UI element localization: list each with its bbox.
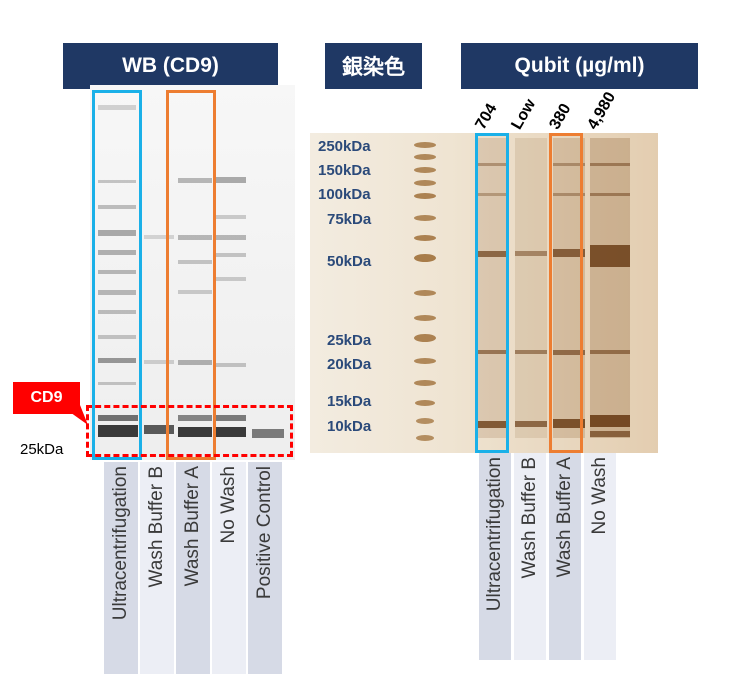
qubit-value-no-wash: 4,980 xyxy=(584,89,620,133)
silver-lane-label-wash-buffer-a: Wash Buffer A xyxy=(549,453,581,660)
wb-lane-label-ultracentrifugation: Ultracentrifugation xyxy=(104,462,138,674)
wb-ultracentrifugation-highlight-box xyxy=(92,90,142,460)
qubit-header: Qubit (µg/ml) xyxy=(461,43,698,89)
mw-marker-20kda: 20kDa xyxy=(327,356,372,373)
wb-lane-label-no-wash: No Wash xyxy=(212,462,246,674)
cd9-tag-pointer xyxy=(60,405,88,425)
qubit-value-wash-buffer-b: Low xyxy=(508,96,540,133)
wb-lane-label-wash-buffer-b: Wash Buffer B xyxy=(140,462,174,674)
wb-marker-25kda: 25kDa xyxy=(20,441,64,458)
silver-ultracentrifugation-highlight-box xyxy=(475,133,509,453)
silver-stain-header: 銀染色 xyxy=(325,43,422,89)
mw-marker-50kda: 50kDa xyxy=(327,253,372,270)
silver-wash-buffer-a-highlight-box xyxy=(549,133,583,453)
wb-wash-buffer-a-highlight-box xyxy=(166,90,216,460)
mw-marker-15kda: 15kDa xyxy=(327,393,372,410)
mw-marker-75kda: 75kDa xyxy=(327,211,372,228)
silver-lane-label-no-wash: No Wash xyxy=(584,453,616,660)
mw-marker-25kda: 25kDa xyxy=(327,332,372,349)
mw-marker-250kda: 250kDa xyxy=(318,138,371,155)
cd9-band-region-box xyxy=(86,405,293,457)
mw-marker-100kda: 100kDa xyxy=(318,186,371,203)
wb-header: WB (CD9) xyxy=(63,43,278,89)
silver-lane-label-wash-buffer-b: Wash Buffer B xyxy=(514,453,546,660)
silver-stain-gel-image xyxy=(310,133,658,453)
qubit-value-ultracentrifugation: 704 xyxy=(472,100,501,133)
wb-lane-label-wash-buffer-a: Wash Buffer A xyxy=(176,462,210,674)
silver-lane-label-ultracentrifugation: Ultracentrifugation xyxy=(479,453,511,660)
mw-marker-150kda: 150kDa xyxy=(318,162,371,179)
mw-marker-10kda: 10kDa xyxy=(327,418,372,435)
qubit-value-wash-buffer-a: 380 xyxy=(546,100,575,133)
western-blot-image xyxy=(90,85,295,460)
wb-lane-label-positive-control: Positive Control xyxy=(248,462,282,674)
